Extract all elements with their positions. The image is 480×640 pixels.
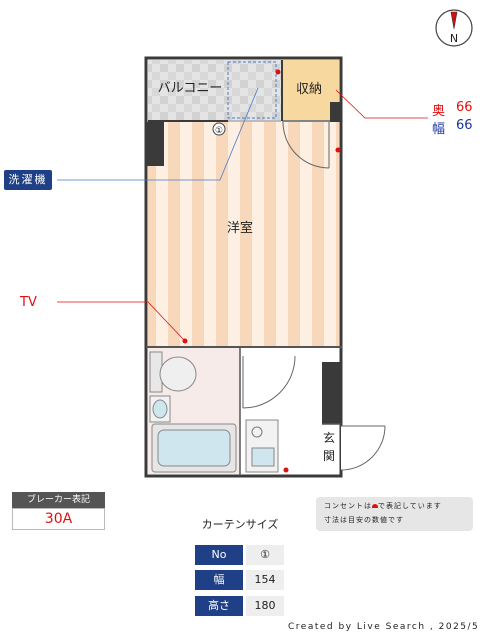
compass-n-label: N: [450, 32, 458, 45]
north-arrow-icon: [451, 12, 457, 29]
washer-leader-line: [57, 87, 259, 181]
width-label: 幅: [432, 122, 446, 137]
kitchen-sink-icon: [251, 447, 275, 467]
western-room-floor: [148, 122, 339, 346]
note-line-1-after: で表記しています: [378, 502, 442, 510]
note-line-1-before: コンセントは: [324, 502, 372, 510]
width-value: 66: [456, 118, 473, 133]
curtain-no-value: ①: [246, 545, 284, 565]
entrance-label-2: 関: [323, 449, 335, 463]
note-line-1: コンセントはで表記しています: [324, 499, 465, 513]
washer-space: [227, 61, 277, 119]
outlet: [283, 467, 289, 473]
wall-pillar-entrance: [322, 362, 341, 424]
storage-area: [283, 60, 339, 120]
curtain-title: カーテンサイズ: [201, 518, 279, 531]
outer-wall: [144, 56, 343, 478]
toilet-icon: [159, 356, 197, 392]
breaker-title: ブレーカー表記: [12, 492, 105, 508]
balcony-label: バルコニー: [158, 81, 223, 96]
note-line-2: 寸法は目安の数値です: [324, 516, 404, 524]
tv-label: TV: [20, 295, 37, 310]
entrance-door-swing: [340, 425, 386, 471]
depth-value: 66: [456, 100, 473, 115]
curtain-width-value: 154: [246, 570, 284, 590]
storage-door-swing: [282, 121, 330, 169]
entrance-label-1: 玄: [323, 430, 335, 445]
stove-icon: [251, 426, 263, 438]
balcony-area: [148, 60, 281, 120]
wall-pillar-left: [146, 122, 164, 166]
storage-label: 収納: [296, 82, 322, 97]
window-marker-label: ①: [215, 126, 223, 136]
wall-pillar-right: [330, 102, 341, 122]
storage-leader-line: [335, 89, 428, 119]
note-box: コンセントはで表記しています 寸法は目安の数値です: [316, 497, 473, 531]
compass: N: [435, 9, 473, 47]
curtain-width-header: 幅: [195, 570, 243, 590]
hall-door-swing: [242, 355, 296, 409]
window-marker: [212, 122, 226, 136]
western-room-label: 洋室: [227, 220, 253, 236]
entrance-floor: [322, 424, 339, 474]
curtain-height-value: 180: [246, 596, 284, 616]
outlet: [275, 69, 281, 75]
depth-label: 奥: [432, 104, 446, 119]
credit-text: Created by Live Search , 2025/5: [288, 622, 480, 632]
outlet-icon: [372, 504, 378, 508]
breaker-value: 30A: [12, 508, 105, 530]
tv-leader-line: [57, 301, 185, 341]
curtain-height-header: 高さ: [195, 596, 243, 616]
sink-icon: [152, 399, 168, 419]
outlet: [335, 147, 341, 153]
washer-tag: 洗濯機: [4, 170, 52, 190]
curtain-no-header: No: [195, 545, 243, 565]
